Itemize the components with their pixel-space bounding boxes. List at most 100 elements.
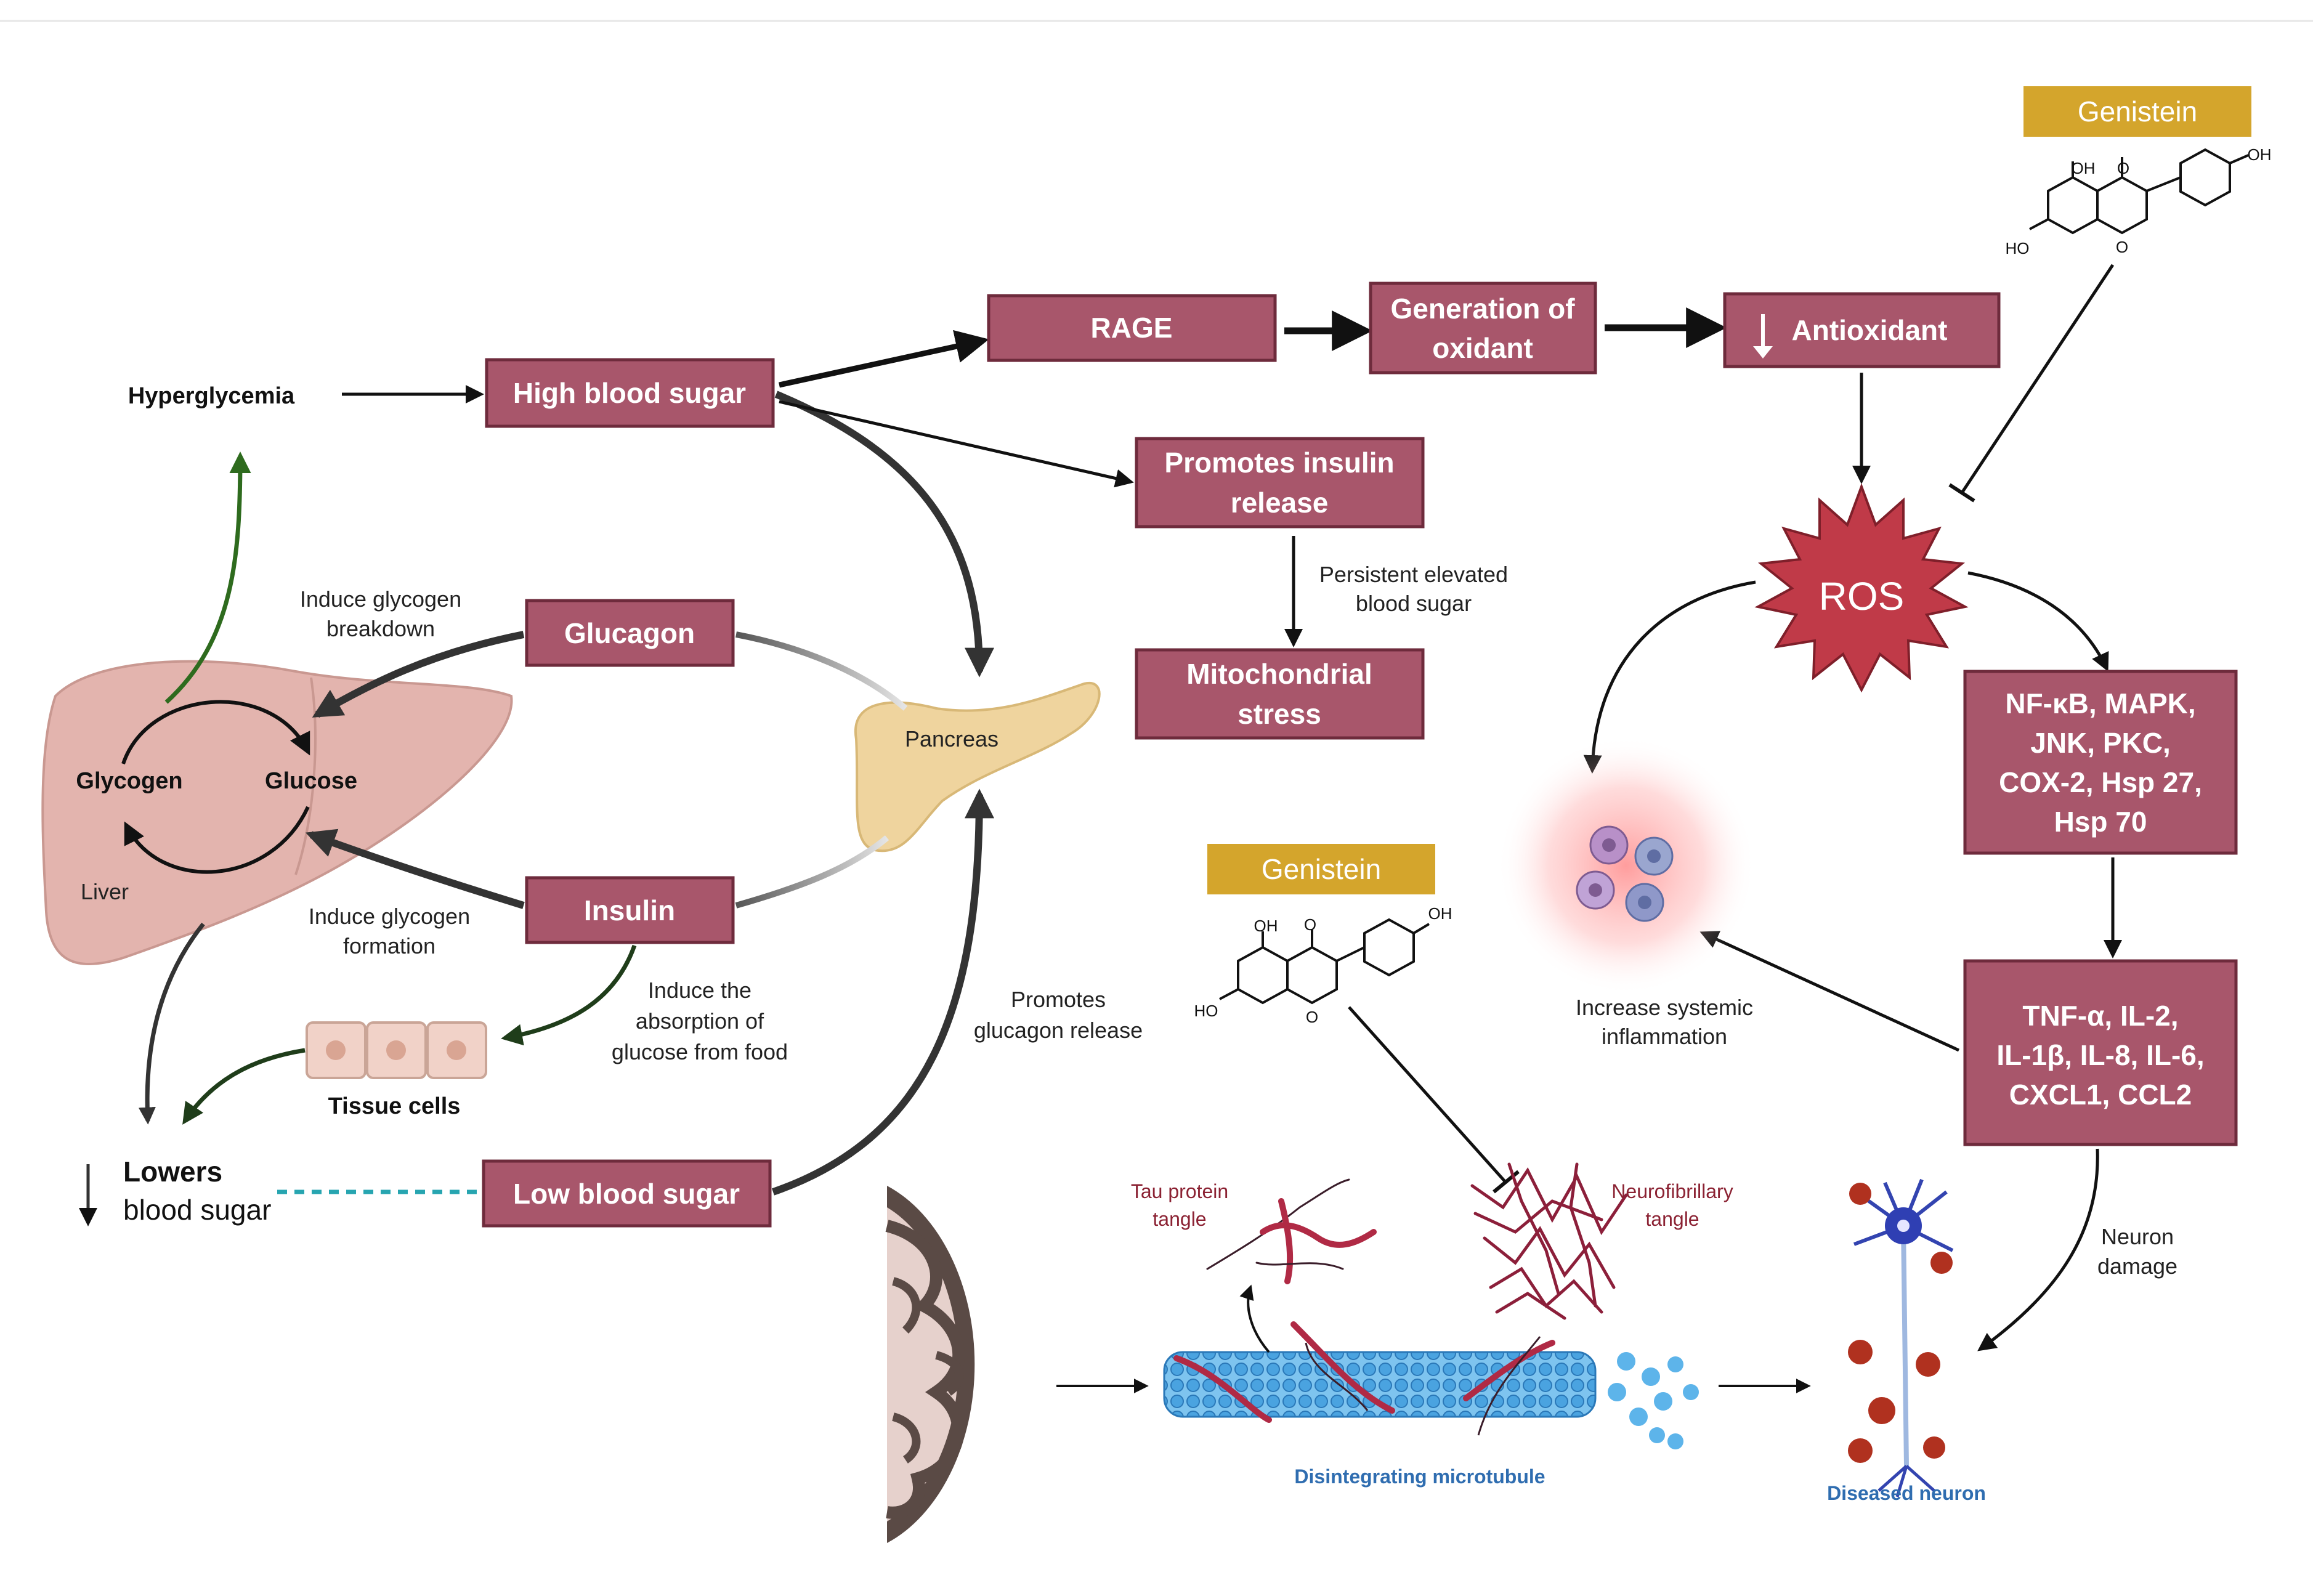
pancreas-label: Pancreas (905, 726, 999, 751)
top-o-ring: O (2116, 238, 2128, 256)
nfkb-line4: Hsp 70 (2054, 806, 2147, 838)
high-blood-sugar-label: High blood sugar (513, 377, 746, 409)
induce-breakdown-line1: Induce glycogen (300, 586, 461, 612)
induce-breakdown-line2: breakdown (326, 616, 435, 641)
neurofibrillary-tangle-icon (1470, 1162, 1628, 1320)
tnf-to-neuron-arrow (1977, 1148, 2099, 1351)
antioxidant-box (1723, 292, 2001, 368)
liver-label: Liver (81, 879, 129, 904)
persistent-line2: blood sugar (1356, 591, 1472, 616)
genistein-inhibits-ros (1960, 264, 2115, 494)
persistent-line1: Persistent elevated (1319, 562, 1508, 587)
ros-to-nfkb-arrow (1967, 571, 2109, 672)
induce-absorption-line1: Induce the (648, 978, 751, 1003)
ros-label: ROS (1819, 574, 1905, 618)
lowers-sublabel: blood sugar (123, 1194, 271, 1226)
induce-formation-line2: formation (343, 933, 435, 958)
mito-stress-box (1135, 648, 1425, 740)
mito-stress-line1: Mitochondrial (1186, 658, 1372, 690)
microtubule-icon (1163, 1321, 1699, 1449)
mid-oh-1: OH (1254, 917, 1278, 935)
liver-to-lowers-arrow (138, 922, 205, 1125)
promotes-insulin-line2: release (1231, 487, 1329, 519)
inflammation-glow (1497, 736, 1756, 995)
top-o-1: O (2117, 159, 2129, 177)
generation-oxidant-line1: Generation of (1390, 293, 1575, 325)
tau-tangle-icon (1206, 1178, 1377, 1284)
nfkb-box (1963, 670, 2238, 855)
rage-box (987, 294, 1277, 362)
insulin-to-tissue-arrow (501, 944, 637, 1046)
tissue-cells-label: Tissue cells (328, 1093, 461, 1119)
mid-ho: HO (1194, 1002, 1218, 1020)
low-to-pancreas-arrow (772, 788, 994, 1196)
neuron-damage-line2: damage (2097, 1254, 2177, 1279)
low-blood-sugar-box (482, 1159, 772, 1228)
hyperglycemia-label: Hyperglycemia (128, 383, 295, 409)
nfkb-line1: NF-κB, MAPK, (2005, 687, 2195, 719)
diseased-neuron-icon (1848, 1178, 1954, 1497)
mito-stress-line2: stress (1238, 698, 1321, 730)
antioxidant-label: Antioxidant (1792, 314, 1948, 346)
top-oh-1: OH (2072, 159, 2096, 177)
glucose-label: Glucose (265, 768, 357, 794)
promotes-insulin-box (1135, 437, 1425, 529)
top-oh-2: OH (2248, 145, 2272, 164)
ros-starburst (1754, 483, 1969, 693)
mid-oh-2: OH (1428, 904, 1452, 923)
tnf-line1: TNF-α, IL-2, (2022, 1000, 2178, 1032)
liver-cycle-top-arrow (121, 700, 310, 764)
high-to-pancreas-arrow (774, 391, 994, 678)
mid-o-1: O (1304, 915, 1316, 934)
diseased-neuron-label: Diseased neuron (1827, 1482, 1986, 1504)
immune-cells-icon (1576, 825, 1674, 922)
neuron-damage-line1: Neuron (2101, 1224, 2174, 1249)
tau-line2: tangle (1152, 1208, 1206, 1230)
neurofibrillary-line1: Neurofibrillary (1611, 1180, 1733, 1202)
high-blood-sugar-box (485, 358, 775, 428)
tissue-to-lowers-arrow (182, 1048, 306, 1125)
generation-oxidant-line2: oxidant (1432, 332, 1533, 364)
genistein-top-badge (2023, 86, 2251, 137)
antioxidant-down-arrowhead (1753, 346, 1773, 358)
high-to-rage-arrow (779, 330, 989, 388)
neurofibrillary-line2: tangle (1645, 1208, 1699, 1230)
inhibit-bar-ros (1948, 483, 1975, 503)
insulin-box (525, 876, 735, 944)
promotes-glucagon-line2: glucagon release (974, 1018, 1143, 1043)
rage-label: RAGE (1091, 312, 1173, 344)
liver-shape (41, 660, 513, 966)
glucagon-label: Glucagon (564, 617, 695, 649)
top-ho: HO (2006, 239, 2030, 257)
promotes-glucagon-line1: Promotes (1011, 987, 1106, 1012)
ros-to-inflammation-arrow (1583, 580, 1756, 774)
inflammation-line1: Increase systemic (1576, 995, 1753, 1020)
glycogen-label: Glycogen (76, 768, 182, 794)
tnf-box (1963, 959, 2238, 1146)
generation-oxidant-box (1369, 282, 1597, 375)
microtubule-label: Disintegrating microtubule (1294, 1465, 1545, 1488)
liver-cycle-bottom-arrow (124, 806, 310, 874)
inflammation-line2: inflammation (1602, 1024, 1727, 1049)
nfkb-line2: JNK, PKC, (2030, 727, 2170, 759)
nfkb-line3: COX-2, Hsp 27, (1999, 766, 2202, 798)
induce-absorption-line3: glucose from food (612, 1039, 788, 1064)
tnf-line2: IL-1β, IL-8, IL-6, (1996, 1039, 2204, 1071)
promotes-insulin-line1: Promotes insulin (1164, 447, 1394, 479)
genistein-molecule-mid (1219, 918, 1430, 1005)
tissue-cells-icon (306, 1021, 487, 1079)
glucagon-to-liver-arrow (312, 631, 525, 718)
brain-section-icon (885, 1186, 975, 1543)
glucagon-box (525, 599, 735, 667)
lowers-label: Lowers (123, 1156, 222, 1188)
low-blood-sugar-label: Low blood sugar (513, 1178, 740, 1210)
microtubule-to-tau-arrow (1239, 1284, 1270, 1353)
genistein-mid-badge (1207, 844, 1435, 894)
genistein-molecule-top (2029, 148, 2249, 235)
tau-line1: Tau protein (1131, 1180, 1228, 1202)
insulin-pancreas-connector (735, 835, 889, 909)
induce-formation-line1: Induce glycogen (309, 904, 470, 929)
green-arrow-up (164, 452, 251, 704)
high-to-promotes-insulin-arrow (779, 400, 1134, 488)
